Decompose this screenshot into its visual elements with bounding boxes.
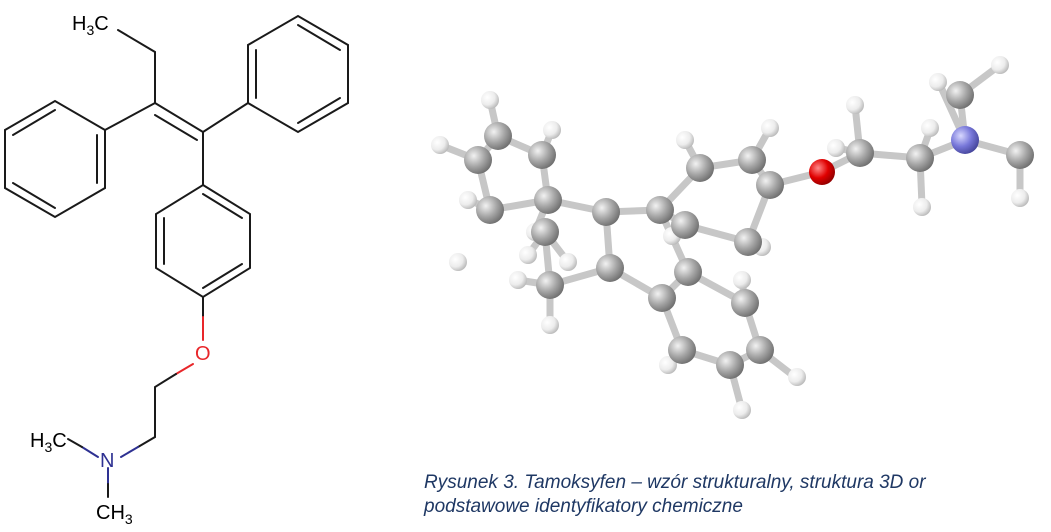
nitrogen-methyl-left-bond-b bbox=[67, 438, 83, 448]
carbon-atom bbox=[528, 141, 556, 169]
carbon-atom bbox=[648, 284, 676, 312]
hydrogen-atom bbox=[913, 198, 931, 216]
carbon-atom bbox=[686, 154, 714, 182]
carbon-atom bbox=[946, 81, 974, 109]
phenylene-inner-bonds bbox=[163, 193, 243, 289]
carbon-atoms bbox=[464, 81, 1034, 379]
hydrogen-atom bbox=[991, 56, 1009, 74]
hydrogen-atom bbox=[733, 271, 751, 289]
carbon-atom bbox=[646, 196, 674, 224]
carbon-atom bbox=[738, 146, 766, 174]
hydrogen-atom bbox=[929, 73, 947, 91]
caption-line-1: Rysunek 3. Tamoksyfen – wzór strukturaln… bbox=[424, 472, 926, 493]
hydrogen-atom bbox=[431, 136, 449, 154]
nitrogen-atom bbox=[951, 126, 979, 154]
carbon-atom bbox=[596, 254, 624, 282]
n-methyl-bottom-label: CH3 bbox=[96, 502, 133, 527]
bond-to-left-phenyl bbox=[104, 102, 156, 131]
caption-line-2: podstawowe identyfikatory chemiczne bbox=[424, 496, 743, 517]
hydrogen-atom bbox=[788, 368, 806, 386]
carbon-atom bbox=[592, 198, 620, 226]
carbon-atom bbox=[734, 228, 762, 256]
carbon-atom bbox=[746, 336, 774, 364]
left-phenyl-inner-bonds bbox=[12, 109, 98, 209]
hydrogen-atom bbox=[543, 121, 561, 139]
carbon-atom bbox=[906, 144, 934, 172]
carbon-atom bbox=[756, 171, 784, 199]
carbon-atom bbox=[668, 336, 696, 364]
bond-to-right-phenyl bbox=[202, 102, 249, 133]
oxygen-atom bbox=[809, 159, 835, 185]
nitrogen-methyl-left-bond bbox=[81, 446, 99, 458]
hydrogen-atom bbox=[481, 91, 499, 109]
carbon-atom bbox=[464, 146, 492, 174]
figure-caption: Rysunek 3. Tamoksyfen – wzór strukturaln… bbox=[424, 471, 1051, 519]
structural-formula bbox=[4, 14, 349, 498]
carbon-atom bbox=[476, 196, 504, 224]
hydrogen-atom bbox=[559, 253, 577, 271]
central-double-bond bbox=[154, 102, 204, 141]
carbon-atom bbox=[536, 271, 564, 299]
hydrogen-atom bbox=[676, 131, 694, 149]
structural-labels: H3C O N H3C CH3 bbox=[30, 13, 211, 527]
molecule-3d-model bbox=[431, 56, 1034, 419]
hydrogen-atom bbox=[846, 96, 864, 114]
hydrogen-atom bbox=[541, 316, 559, 334]
carbon-atom bbox=[671, 211, 699, 239]
carbon-atom bbox=[484, 122, 512, 150]
hydrogen-atom bbox=[509, 271, 527, 289]
right-phenyl-ring bbox=[247, 14, 349, 134]
n-methyl-left-label: H3C bbox=[30, 430, 67, 455]
hydrogen-atom bbox=[827, 139, 845, 157]
nitrogen-label: N bbox=[100, 450, 114, 472]
carbon-atom bbox=[531, 218, 559, 246]
phenylene-ring bbox=[155, 183, 251, 299]
nitrogen-bond-chain bbox=[120, 446, 139, 458]
carbon-atom bbox=[534, 186, 562, 214]
hydrogen-atom bbox=[921, 119, 939, 137]
carbon-atom bbox=[1006, 141, 1034, 169]
right-phenyl-inner-bonds bbox=[255, 24, 341, 124]
hydrogen-atom bbox=[1011, 189, 1029, 207]
hydrogen-atom bbox=[733, 401, 751, 419]
ethyl-bond bbox=[117, 29, 156, 104]
carbon-atom bbox=[846, 139, 874, 167]
oxygen-methylene-bond bbox=[175, 363, 194, 375]
carbon-atom bbox=[674, 258, 702, 286]
ethyl-methyl-label: H3C bbox=[72, 13, 109, 38]
methylene-bond-a bbox=[137, 373, 177, 448]
hydrogen-atom bbox=[519, 246, 537, 264]
carbon-atom bbox=[716, 351, 744, 379]
hydrogen-atom bbox=[761, 119, 779, 137]
left-phenyl-ring bbox=[4, 99, 106, 219]
hydrogen-atom bbox=[449, 253, 467, 271]
hydrogen-atom bbox=[659, 356, 677, 374]
hydrogen-atom bbox=[459, 191, 477, 209]
oxygen-label: O bbox=[195, 343, 211, 365]
carbon-atom bbox=[731, 289, 759, 317]
